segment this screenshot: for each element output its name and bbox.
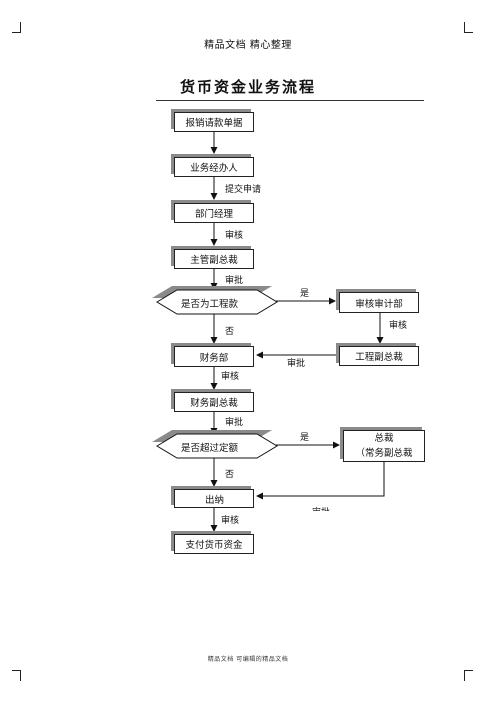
edge-label-submit-application: 提交申请 (225, 185, 262, 195)
title-underline (156, 100, 424, 101)
decision-shape-project (152, 286, 278, 315)
node-finance-vp: 财务副总裁 (174, 392, 254, 412)
crop-mark-top-left (12, 22, 21, 33)
edge-label-approve-president: 审批 (312, 505, 330, 511)
node-dept-manager: 部门经理 (174, 203, 254, 223)
crop-mark-bottom-left (12, 670, 21, 681)
page-footer: 精品文档 可编辑的精品文档 (207, 656, 289, 663)
edge-label-yes-limit: 是 (300, 433, 310, 443)
edge-label-review-cashier: 审核 (221, 516, 240, 526)
crop-mark-bottom-right (464, 670, 473, 681)
edge-label-review-audit: 审核 (389, 321, 408, 331)
edge-label-no-limit: 否 (225, 470, 235, 480)
node-business-handler: 业务经办人 (174, 157, 254, 177)
node-supervising-vp: 主管副总裁 (174, 249, 254, 269)
edge-label-yes-project: 是 (300, 289, 310, 299)
decision-shape-limit (152, 430, 278, 459)
edge-label-no-project: 否 (225, 327, 235, 337)
node-pay-funds: 支付货币资金 (174, 534, 254, 554)
page-header: 精品文档 精心整理 (204, 40, 292, 51)
edge-label-review-finance: 审核 (221, 372, 240, 382)
node-project-vp: 工程副总裁 (339, 346, 419, 366)
edge-label-approve-finance-vp: 审批 (225, 418, 244, 428)
node-is-project-payment: 是否为工程款 (181, 299, 239, 310)
node-audit-dept: 审核审计部 (339, 292, 419, 313)
diagram-title: 货币资金业务流程 (179, 78, 316, 96)
crop-mark-top-right (464, 22, 473, 33)
edge-label-approve-project-vp: 审批 (287, 359, 306, 369)
node-cashier: 出纳 (174, 489, 254, 508)
node-exceeds-limit: 是否超过定额 (181, 443, 239, 454)
node-finance-dept: 财务部 (174, 346, 254, 367)
arrow-president-to-cashier (256, 462, 385, 500)
node-president: 总裁 （常务副总裁 (343, 430, 425, 462)
node-submit-request: 报销请款单据 (174, 112, 254, 132)
edge-label-approve-vp: 审批 (225, 276, 244, 286)
edge-label-review-dept: 审核 (225, 231, 244, 241)
